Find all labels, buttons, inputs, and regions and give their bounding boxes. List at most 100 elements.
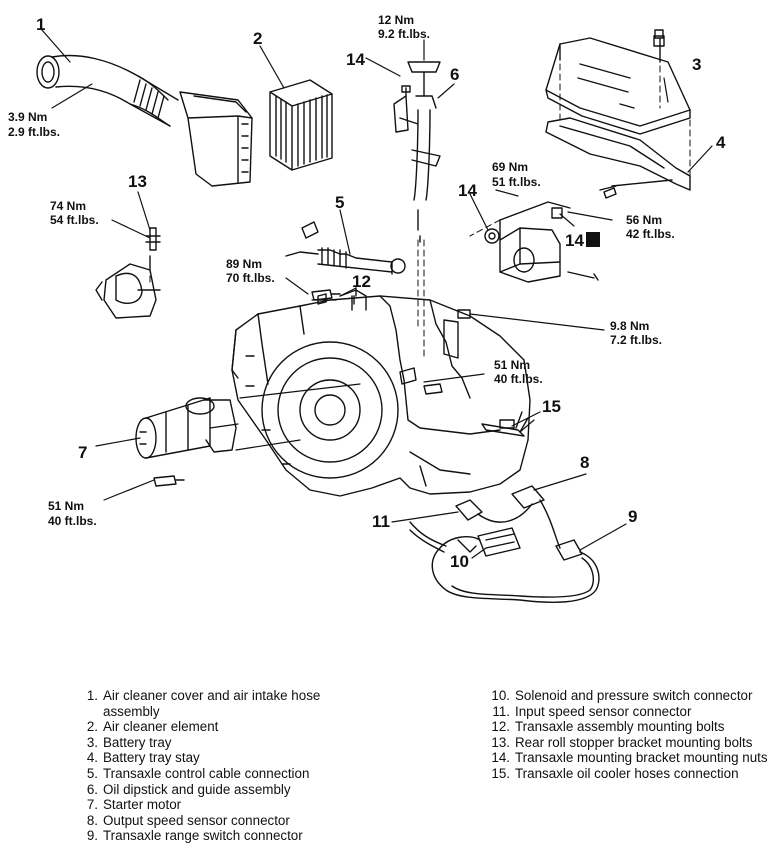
torque-1-ftlbs: 2.9 ft.lbs. bbox=[8, 125, 60, 139]
legend-number: 12. bbox=[491, 719, 510, 735]
torque-specs: 3.9 Nm 2.9 ft.lbs. 12 Nm 9.2 ft.lbs. 74 … bbox=[8, 13, 675, 528]
legend-item: 12. Transaxle assembly mounting bolts bbox=[486, 719, 768, 735]
leader-lines bbox=[42, 30, 712, 558]
air-cleaner-cover-assembly bbox=[37, 56, 252, 186]
legend-item: 11. Input speed sensor connector bbox=[486, 704, 768, 720]
torque-8-nm: 51 Nm bbox=[494, 358, 530, 372]
legend-text: Solenoid and pressure switch connector bbox=[515, 688, 753, 703]
new-part-badge bbox=[586, 232, 600, 247]
legend-text: Battery tray stay bbox=[103, 750, 200, 766]
battery-tray-stay bbox=[546, 118, 690, 198]
torque-5-ftlbs: 42 ft.lbs. bbox=[626, 227, 675, 241]
legend-item: 4.Battery tray stay bbox=[74, 750, 364, 766]
legend-item: 5. Transaxle control cable connection bbox=[74, 766, 364, 782]
transaxle-mounting-bolts bbox=[312, 290, 442, 394]
callout-13: 13 bbox=[128, 172, 147, 191]
exploded-view-diagram: 1 2 3 4 5 6 7 8 9 10 11 12 13 14 14 14 N… bbox=[8, 13, 726, 660]
legend-number: 1. bbox=[86, 688, 98, 703]
legend-text: Air cleaner cover and air intake hose as… bbox=[103, 688, 321, 719]
oil-dipstick-guide bbox=[394, 62, 440, 242]
legend-number: 13. bbox=[491, 734, 510, 750]
legend-item: 9. Transaxle range switch connector bbox=[74, 828, 364, 844]
assembly-lines bbox=[150, 44, 690, 360]
callout-5: 5 bbox=[335, 193, 344, 212]
callout-9: 9 bbox=[628, 507, 637, 526]
legend-item: 3. Battery tray bbox=[74, 735, 364, 751]
callout-6: 6 bbox=[450, 65, 459, 84]
callout-2: 2 bbox=[253, 29, 262, 48]
legend-item: 14. Transaxle mounting bracket mounting n… bbox=[486, 750, 768, 766]
legend-text: Transaxle oil cooler hoses connection bbox=[515, 765, 739, 781]
legend-number: 10. bbox=[491, 688, 510, 703]
legend-number: 14. bbox=[491, 750, 510, 766]
callout-11: 11 bbox=[372, 512, 390, 531]
torque-8-ftlbs: 40 ft.lbs. bbox=[494, 372, 543, 386]
transaxle-mount-bracket bbox=[485, 202, 598, 282]
legend-left: 1. Air cleaner cover and air intake hose … bbox=[74, 688, 364, 844]
callout-4: 4 bbox=[716, 133, 726, 152]
torque-9-nm: 51 Nm bbox=[48, 499, 84, 513]
callout-numbers: 1 2 3 4 5 6 7 8 9 10 11 12 13 14 14 14 N… bbox=[36, 15, 726, 571]
starter-motor bbox=[136, 398, 236, 486]
oil-cooler-hoses bbox=[482, 412, 528, 436]
legend-number: 8. bbox=[86, 812, 98, 828]
air-cleaner-element bbox=[270, 80, 332, 170]
callout-1: 1 bbox=[36, 15, 45, 34]
callout-12: 12 bbox=[352, 272, 371, 291]
callout-10: 10 bbox=[450, 552, 469, 571]
torque-7-nm: 9.8 Nm bbox=[610, 319, 649, 333]
callout-7: 7 bbox=[78, 443, 87, 462]
legend-item: 10. Solenoid and pressure switch connecto… bbox=[486, 688, 768, 704]
legend-text: Transaxle range switch connector bbox=[103, 828, 303, 844]
new-part-badge-label: N bbox=[589, 234, 598, 248]
legend-item: 1. Air cleaner cover and air intake hose … bbox=[74, 688, 364, 719]
legend-text: Starter motor bbox=[103, 797, 182, 813]
legend-text: Air cleaner element bbox=[103, 719, 219, 735]
torque-1-nm: 3.9 Nm bbox=[8, 110, 47, 124]
torque-3-nm: 74 Nm bbox=[50, 199, 86, 213]
legend-item: 7. Starter motor bbox=[74, 797, 364, 813]
legend-number: 9. bbox=[86, 828, 98, 844]
torque-7-ftlbs: 7.2 ft.lbs. bbox=[610, 333, 662, 347]
legend-item: 8. Output speed sensor connector bbox=[74, 813, 364, 829]
legend-text: Transaxle mounting bracket mounting nuts bbox=[515, 750, 768, 766]
legend-number: 15. bbox=[491, 765, 510, 781]
torque-4-ftlbs: 51 ft.lbs. bbox=[492, 175, 541, 189]
legend-item: 6. Oil dipstick and guide assembly bbox=[74, 782, 364, 798]
legend-number: 11. bbox=[492, 703, 510, 719]
legend-text: Transaxle control cable connection bbox=[103, 765, 310, 781]
legend-number: 7. bbox=[86, 797, 98, 813]
legend-number: 6. bbox=[86, 781, 98, 797]
torque-3-ftlbs: 54 ft.lbs. bbox=[50, 213, 99, 227]
wiring-harness bbox=[410, 486, 599, 602]
callout-14-dipstick: 14 bbox=[346, 50, 365, 69]
torque-9-ftlbs: 40 ft.lbs. bbox=[48, 514, 97, 528]
legend-text: Rear roll stopper bracket mounting bolts bbox=[515, 734, 753, 750]
legend-text: Battery tray bbox=[103, 734, 172, 750]
callout-14-mount: 14 bbox=[458, 181, 477, 200]
torque-2-nm: 12 Nm bbox=[378, 13, 414, 27]
legend-item: 13. Rear roll stopper bracket mounting bo… bbox=[486, 735, 768, 751]
legend-number: 3. bbox=[86, 734, 98, 750]
torque-4-nm: 69 Nm bbox=[492, 160, 528, 174]
legend-right: 10. Solenoid and pressure switch connecto… bbox=[486, 688, 768, 782]
callout-14-nut: 14 bbox=[565, 231, 584, 250]
rear-roll-stopper bbox=[96, 228, 160, 318]
legend-item: 2. Air cleaner element bbox=[74, 719, 364, 735]
torque-2-ftlbs: 9.2 ft.lbs. bbox=[378, 27, 430, 41]
callout-15: 15 bbox=[542, 397, 561, 416]
transaxle-housing bbox=[232, 288, 530, 496]
legend-number: 5. bbox=[86, 765, 98, 781]
legend-text: Output speed sensor connector bbox=[103, 812, 290, 828]
callout-3: 3 bbox=[692, 55, 701, 74]
legend-text: Oil dipstick and guide assembly bbox=[103, 781, 291, 797]
torque-6-nm: 89 Nm bbox=[226, 257, 262, 271]
legend-text: Input speed sensor connector bbox=[515, 703, 692, 719]
legend-text: Transaxle assembly mounting bolts bbox=[515, 719, 725, 735]
control-cable-connection bbox=[286, 222, 405, 274]
torque-6-ftlbs: 70 ft.lbs. bbox=[226, 271, 275, 285]
callout-8: 8 bbox=[580, 453, 589, 472]
torque-5-nm: 56 Nm bbox=[626, 213, 662, 227]
legend-number: 2. bbox=[86, 719, 98, 735]
legend-item: 15. Transaxle oil cooler hoses connection bbox=[486, 766, 768, 782]
